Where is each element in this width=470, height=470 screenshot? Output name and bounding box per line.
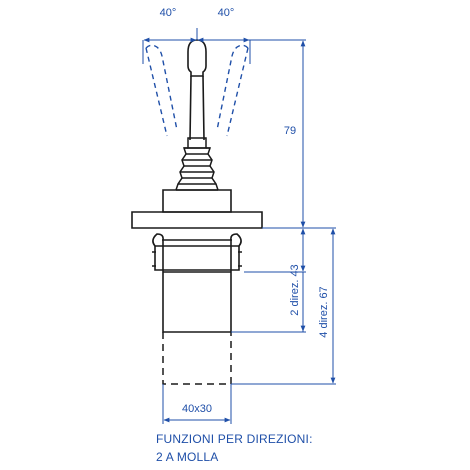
lever-knob bbox=[187, 39, 207, 77]
base-width-label: 40x30 bbox=[182, 403, 212, 415]
angle-left-label: 40° bbox=[160, 7, 177, 19]
lever-tilt-left bbox=[145, 44, 178, 137]
dimension-lines bbox=[142, 28, 336, 424]
bellows bbox=[175, 137, 219, 191]
caption-line-2: 2 A MOLLA bbox=[156, 450, 219, 464]
caption-line-1: FUNZIONI PER DIREZIONI: bbox=[156, 432, 313, 446]
body-extension-dashed bbox=[162, 332, 232, 385]
lever-shaft bbox=[189, 75, 205, 141]
clip-ring bbox=[152, 233, 242, 272]
lever bbox=[187, 39, 207, 141]
height-total-label: 79 bbox=[284, 125, 296, 137]
body-upper bbox=[131, 189, 263, 229]
lever-tilt-right bbox=[216, 44, 249, 137]
body-lower bbox=[162, 271, 232, 333]
height-2dir-label: 2 direz. 43 bbox=[289, 264, 301, 315]
angle-right-label: 40° bbox=[218, 7, 235, 19]
height-4dir-label: 4 direz. 67 bbox=[318, 286, 330, 337]
